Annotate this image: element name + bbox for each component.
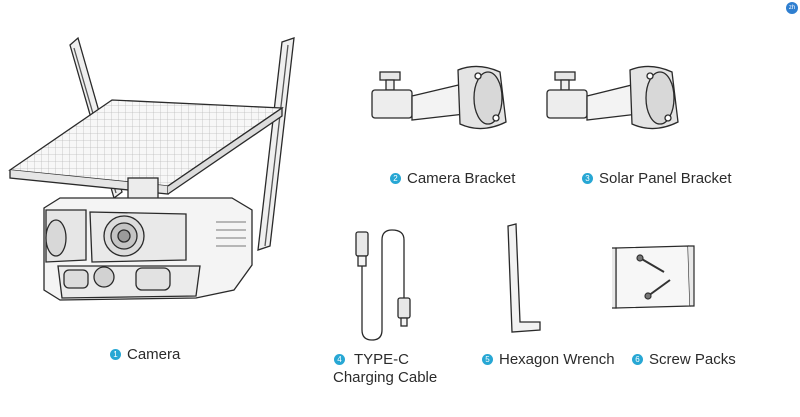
charging-cable-label-line2: Charging Cable [333,369,438,386]
screw-pack-illustration [612,245,695,309]
solar-panel-bracket-illustration [546,65,679,130]
camera-bracket-label: Camera Bracket [407,170,516,187]
item-number-badge: 1 [110,349,121,360]
camera-label-row: 1 Camera [110,346,180,364]
screw-packs-label-row: 6 Screw Packs [632,351,736,369]
screw-packs-label: Screw Packs [649,351,736,368]
camera-bracket-illustration [371,65,507,130]
camera-bracket-label-row: 2 Camera Bracket [390,170,515,188]
camera-label: Camera [127,346,181,363]
item-number-badge: 6 [632,354,643,365]
item-number-badge: 2 [390,173,401,184]
camera-illustration [8,36,295,301]
charging-cable-label-line1: TYPE-C [354,351,410,368]
hexagon-wrench-illustration [507,223,541,333]
charging-cable-label-row: 4 TYPE-C Charging Cable [333,351,438,387]
hexagon-wrench-label: Hexagon Wrench [499,351,615,368]
item-number-badge: 4 [334,354,345,365]
charging-cable-illustration [355,229,411,341]
solar-panel-bracket-label-row: 3 Solar Panel Bracket [582,170,732,188]
item-number-badge: 3 [582,173,593,184]
hexagon-wrench-label-row: 5 Hexagon Wrench [482,351,615,369]
item-number-badge: 5 [482,354,493,365]
translate-badge[interactable]: zh [786,2,798,14]
solar-panel-bracket-label: Solar Panel Bracket [599,170,732,187]
